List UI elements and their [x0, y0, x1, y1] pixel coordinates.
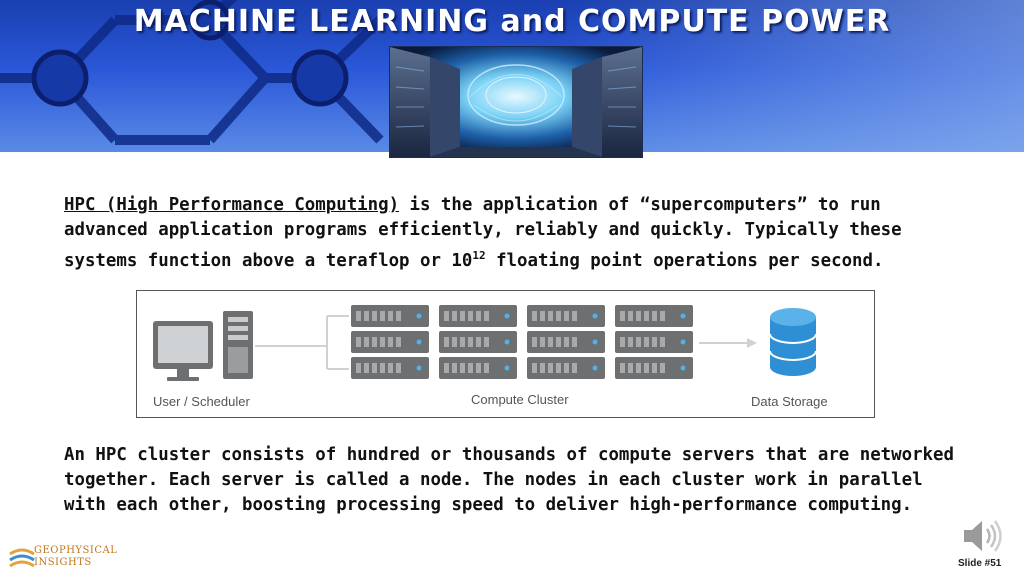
logo-text-line2: INSIGHTS [34, 557, 92, 568]
compute-cluster-servers [351, 305, 693, 379]
server-node-icon [351, 357, 429, 379]
server-node-icon [527, 357, 605, 379]
hpc-term: HPC (High Performance Computing) [64, 195, 400, 215]
hpc-definition-paragraph: HPC (High Performance Computing) is the … [64, 193, 944, 274]
server-node-icon [351, 331, 429, 353]
server-node-icon [527, 331, 605, 353]
server-node-icon [615, 331, 693, 353]
arrow-head-icon [747, 338, 757, 348]
server-node-icon [439, 357, 517, 379]
logo-text-line1: GEOPHYSICAL [34, 545, 118, 556]
server-node-icon [439, 331, 517, 353]
database-icon [769, 308, 817, 376]
network-graphic [0, 0, 384, 145]
server-node-icon [527, 305, 605, 327]
user-scheduler-label: User / Scheduler [153, 394, 250, 409]
hpc-cluster-diagram: User / Scheduler Compute Cluster Data St… [136, 290, 875, 418]
supercomputer-image [389, 46, 643, 158]
tower-server-icon [223, 311, 253, 379]
server-node-icon [615, 305, 693, 327]
server-node-icon [351, 305, 429, 327]
diagram-graphic [153, 305, 817, 381]
hpc-definition-text-a: is the application of “supercomputers” t… [64, 195, 902, 271]
compute-cluster-label: Compute Cluster [471, 392, 569, 407]
monitor-icon [153, 321, 213, 381]
data-storage-label: Data Storage [751, 394, 828, 409]
server-node-icon [615, 357, 693, 379]
server-node-icon [439, 305, 517, 327]
hpc-definition-text-b: floating point operations per second. [485, 251, 884, 271]
hpc-cluster-paragraph: An HPC cluster consists of hundred or th… [64, 445, 954, 515]
slide-number: Slide #51 [958, 558, 1002, 569]
geophysical-insights-logo [9, 548, 35, 568]
exponent: 12 [472, 249, 486, 262]
slide-title: MACHINE LEARNING and COMPUTE POWER [133, 4, 891, 39]
speaker-icon[interactable] [958, 516, 1008, 556]
